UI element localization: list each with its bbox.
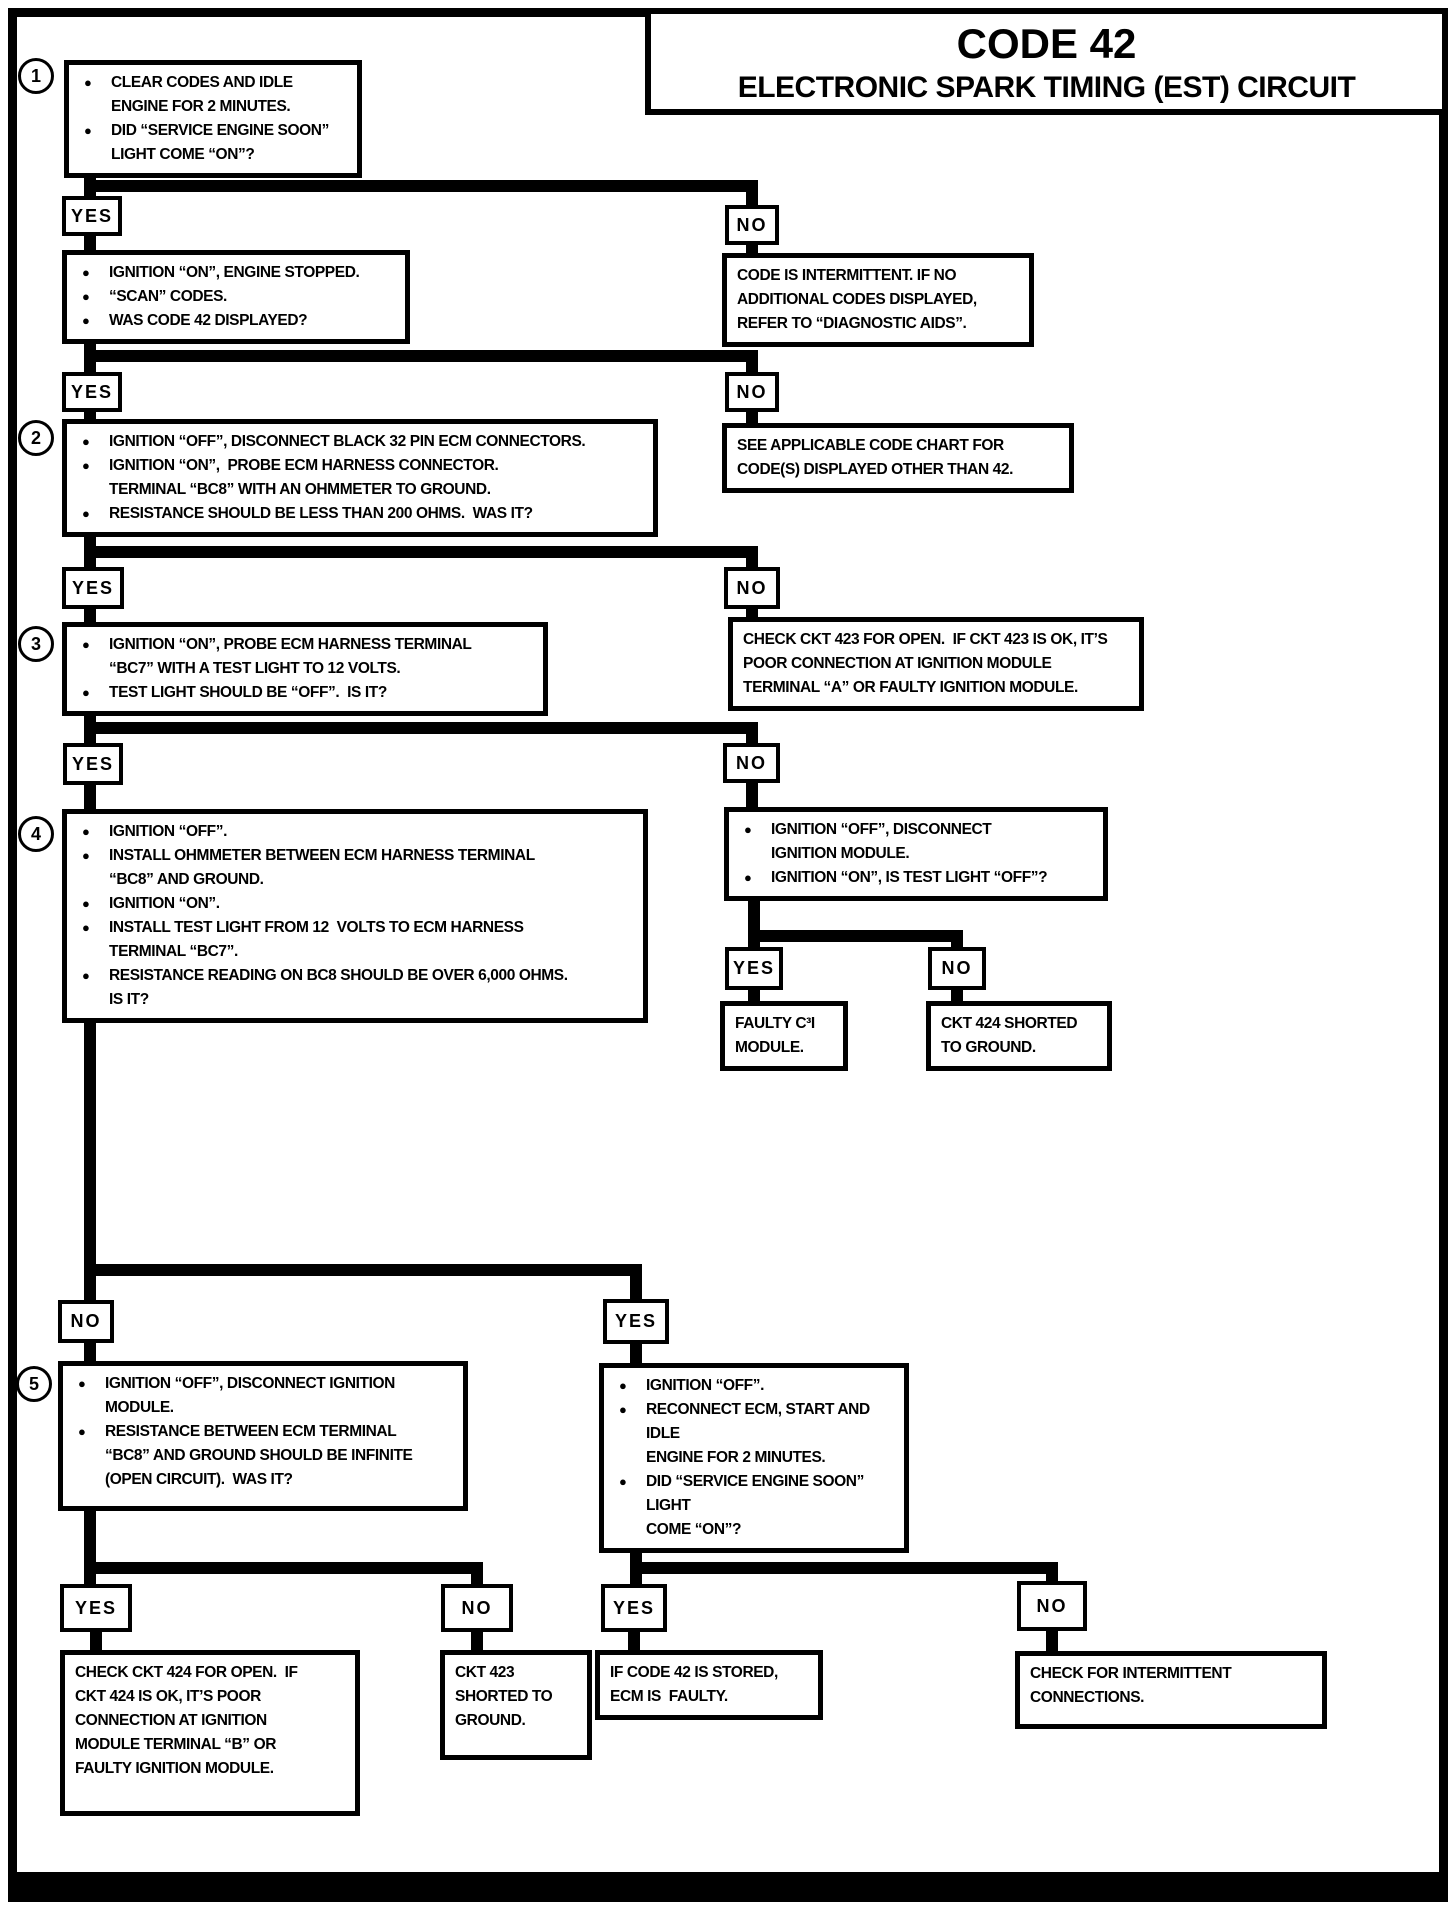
flow-connector xyxy=(84,180,758,192)
no-label-2: NO xyxy=(725,372,779,412)
flow-connector xyxy=(84,546,758,558)
page-subtitle: ELECTRONIC SPARK TIMING (EST) CIRCUIT xyxy=(737,71,1356,104)
flow-connector xyxy=(84,722,758,734)
page-border-top xyxy=(8,8,650,17)
no-label-6: NO xyxy=(58,1300,114,1343)
instruction: IGNITION “ON”, PROBE ECM HARNESS CONNECT… xyxy=(79,454,645,502)
yes-label-6: YES xyxy=(603,1299,669,1344)
instruction: IGNITION “ON”. xyxy=(79,892,635,916)
instruction: INSTALL TEST LIGHT FROM 12 VOLTS TO ECM … xyxy=(79,916,635,964)
step-circle-2: 2 xyxy=(18,420,54,456)
flow-connector xyxy=(628,1626,640,1656)
code-intermittent-box: CODE IS INTERMITTENT. IF NO ADDITIONAL C… xyxy=(722,253,1034,347)
instruction: CLEAR CODES AND IDLE ENGINE FOR 2 MINUTE… xyxy=(81,71,349,119)
instruction: IGNITION “OFF”, DISCONNECT BLACK 32 PIN … xyxy=(79,430,645,454)
see-code-chart-box: SEE APPLICABLE CODE CHART FOR CODE(S) DI… xyxy=(722,423,1074,493)
instruction: RESISTANCE READING ON BC8 SHOULD BE OVER… xyxy=(79,964,635,1012)
flow-connector xyxy=(84,603,96,628)
step-3-box: IGNITION “ON”, PROBE ECM HARNESS TERMINA… xyxy=(62,622,548,716)
yes-label-8: YES xyxy=(601,1584,667,1632)
step-circle-4: 4 xyxy=(18,816,54,852)
instruction: RESISTANCE BETWEEN ECM TERMINAL “BC8” AN… xyxy=(75,1420,455,1492)
flow-connector xyxy=(471,1626,483,1656)
instruction: IGNITION “ON”, ENGINE STOPPED. xyxy=(79,261,397,285)
flow-connector xyxy=(630,1562,1058,1574)
instruction: TEST LIGHT SHOULD BE “OFF”. IS IT? xyxy=(79,681,535,705)
page-border-left xyxy=(8,8,17,1888)
ecm-faulty-box: IF CODE 42 IS STORED, ECM IS FAULTY. xyxy=(595,1650,823,1720)
check-ckt-424-box: CHECK CKT 424 FOR OPEN. IF CKT 424 IS OK… xyxy=(60,1650,360,1816)
step-circle-5: 5 xyxy=(16,1366,52,1402)
flow-connector xyxy=(746,182,758,211)
step-1-box: CLEAR CODES AND IDLE ENGINE FOR 2 MINUTE… xyxy=(64,60,362,178)
check-ckt-423-box: CHECK CKT 423 FOR OPEN. IF CKT 423 IS OK… xyxy=(728,617,1144,711)
instruction: DID “SERVICE ENGINE SOON” LIGHT COME “ON… xyxy=(616,1470,896,1542)
flow-connector xyxy=(84,350,758,362)
flow-connector xyxy=(746,777,758,813)
title-box: CODE 42 ELECTRONIC SPARK TIMING (EST) CI… xyxy=(645,8,1448,115)
yes-label-7: YES xyxy=(60,1584,132,1632)
instruction: IGNITION “OFF”, DISCONNECT IGNITION MODU… xyxy=(75,1372,455,1420)
instruction: IGNITION “OFF”, DISCONNECT IGNITION MODU… xyxy=(741,818,1095,866)
reconnect-ecm-box: IGNITION “OFF”. RECONNECT ECM, START AND… xyxy=(599,1363,909,1553)
disconnect-ignition-module-box: IGNITION “OFF”, DISCONNECT IGNITION MODU… xyxy=(724,807,1108,901)
flow-connector xyxy=(84,1337,96,1367)
yes-label-4: YES xyxy=(63,743,123,785)
no-label-5: NO xyxy=(928,947,986,990)
flow-connector xyxy=(84,970,96,1300)
page-border-right xyxy=(1439,8,1448,1888)
instruction: IGNITION “OFF”. xyxy=(616,1374,896,1398)
page-title: CODE 42 xyxy=(956,20,1137,67)
no-label-8: NO xyxy=(1017,1581,1087,1631)
instruction: RESISTANCE SHOULD BE LESS THAN 200 OHMS.… xyxy=(79,502,645,526)
flow-connector xyxy=(1046,1625,1058,1657)
flow-connector xyxy=(84,1562,483,1574)
step-4-box: IGNITION “OFF”. INSTALL OHMMETER BETWEEN… xyxy=(62,809,648,1023)
step-2-box: IGNITION “OFF”, DISCONNECT BLACK 32 PIN … xyxy=(62,419,658,537)
no-label-3: NO xyxy=(724,567,780,609)
faulty-c3i-module-box: FAULTY C³I MODULE. xyxy=(720,1001,848,1071)
instruction: IGNITION “ON”, PROBE ECM HARNESS TERMINA… xyxy=(79,633,535,681)
flow-connector xyxy=(746,548,758,573)
yes-label-5: YES xyxy=(725,947,783,990)
yes-label-2: YES xyxy=(62,372,122,412)
step-circle-3: 3 xyxy=(18,626,54,662)
ckt-424-shorted-box: CKT 424 SHORTED TO GROUND. xyxy=(926,1001,1112,1071)
instruction: DID “SERVICE ENGINE SOON” LIGHT COME “ON… xyxy=(81,119,349,167)
flow-connector xyxy=(748,930,963,942)
instruction: “SCAN” CODES. xyxy=(79,285,397,309)
flow-connector xyxy=(90,1626,102,1656)
flow-connector xyxy=(630,1338,642,1369)
step-5-box: IGNITION “OFF”, DISCONNECT IGNITION MODU… xyxy=(58,1361,468,1511)
intermittent-connections-box: CHECK FOR INTERMITTENT CONNECTIONS. xyxy=(1015,1651,1327,1729)
no-label-1: NO xyxy=(725,205,779,245)
instruction: INSTALL OHMMETER BETWEEN ECM HARNESS TER… xyxy=(79,844,635,892)
instruction: IGNITION “ON”, IS TEST LIGHT “OFF”? xyxy=(741,866,1095,890)
instruction: RECONNECT ECM, START AND IDLE ENGINE FOR… xyxy=(616,1398,896,1470)
yes-label-1: YES xyxy=(62,196,122,236)
flow-connector xyxy=(84,1264,642,1276)
scan-codes-box: IGNITION “ON”, ENGINE STOPPED. “SCAN” CO… xyxy=(62,250,410,344)
instruction: IGNITION “OFF”. xyxy=(79,820,635,844)
flow-connector xyxy=(746,352,758,378)
yes-label-3: YES xyxy=(62,567,124,609)
flow-connector xyxy=(630,1266,642,1305)
flow-connector xyxy=(746,724,758,749)
page-border-bottom xyxy=(8,1872,1448,1902)
step-circle-1: 1 xyxy=(18,58,54,94)
flow-connector xyxy=(84,779,96,815)
no-label-4: NO xyxy=(723,743,780,783)
ckt-423-shorted-box: CKT 423 SHORTED TO GROUND. xyxy=(440,1650,592,1760)
no-label-7: NO xyxy=(441,1584,513,1632)
instruction: WAS CODE 42 DISPLAYED? xyxy=(79,309,397,333)
flow-connector xyxy=(84,230,96,256)
